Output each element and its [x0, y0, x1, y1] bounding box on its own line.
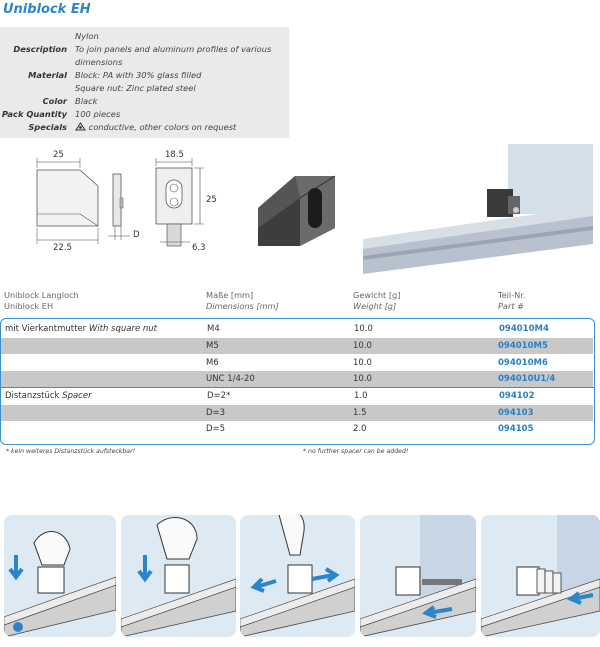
spec-value: Nylon [75, 31, 99, 41]
header-de: Uniblock Langloch [4, 290, 79, 300]
row-part: 094102 [499, 391, 535, 401]
dim-label: 18.5 [165, 150, 184, 160]
parts-table [0, 318, 595, 445]
row-weight: 10.0 [353, 374, 372, 384]
table-row: UNC 1/4-20 10.0 094010U1/4 [1, 371, 593, 387]
row-part: 094010M4 [499, 324, 549, 334]
row-part: 094010M5 [498, 341, 548, 351]
assembly-step-1 [4, 515, 116, 637]
row-dim: M6 [206, 358, 219, 368]
table-header: Maße [mm] Dimensions [mm] [206, 290, 279, 312]
dim-label: 22.5 [53, 243, 72, 253]
row-part: 094103 [498, 408, 534, 418]
conductive-icon [75, 122, 86, 131]
row-weight: 10.0 [354, 324, 373, 334]
row-dim: M5 [206, 341, 219, 351]
spec-key: Material [28, 70, 67, 80]
row-dim: D=3 [206, 408, 226, 418]
dim-label: 6.3 [192, 243, 206, 253]
product-image [258, 175, 336, 246]
spec-key: Description [13, 44, 67, 54]
dim-label: D [133, 230, 140, 240]
technical-drawing [36, 158, 204, 247]
table-header: Teil-Nr. Part # [498, 290, 526, 312]
step-1-illustration [4, 531, 116, 637]
page-title: Uniblock EH [3, 2, 91, 17]
spec-row: Color Black [0, 95, 289, 108]
table-header: Uniblock Langloch Uniblock EH [4, 290, 79, 312]
spec-row: dimensions [0, 56, 289, 69]
step-5-illustration [481, 515, 600, 637]
spec-value: Black [75, 96, 98, 106]
assembly-step-4 [360, 515, 476, 637]
spec-value-cont: Square nut: Zinc plated steel [75, 83, 196, 93]
row-name: mit Vierkantmutter With square nut [5, 324, 158, 334]
footnote-de: * kein weiteres Distanzstück aufsteckbar… [6, 448, 136, 455]
spec-value: conductive, other colors on request [75, 121, 236, 134]
row-part: 094010U1/4 [498, 374, 556, 384]
table-row: Distanzstück Spacer D=2* 1.0 094102 [1, 388, 593, 404]
header-de: Teil-Nr. [498, 290, 526, 300]
row-part: 094105 [498, 424, 534, 434]
assembly-image [363, 144, 593, 274]
spec-row: Description To join panels and aluminum … [0, 43, 289, 56]
step-2-illustration [121, 517, 236, 637]
header-en: Part # [498, 301, 524, 311]
assembly-step-2 [121, 515, 236, 637]
header-en: Weight [g] [353, 301, 397, 311]
spec-key: Color [42, 96, 67, 106]
spec-value-cont: dimensions [75, 57, 123, 67]
spec-value: To join panels and aluminum profiles of … [75, 44, 272, 54]
spec-value: Block: PA with 30% glass filled [75, 70, 202, 80]
table-row: D=5 2.0 094105 [1, 421, 593, 437]
footnote-en: * no further spacer can be added! [303, 448, 409, 455]
dim-label: 25 [53, 150, 64, 160]
row-dim: M4 [207, 324, 220, 334]
step-3-illustration [240, 515, 355, 637]
dim-label: 25 [206, 195, 217, 205]
row-part: 094010M6 [498, 358, 548, 368]
header-en: Dimensions [mm] [206, 301, 279, 311]
spec-value: 100 pieces [75, 109, 121, 119]
spec-key: Pack Quantity [1, 109, 67, 119]
spec-row: Square nut: Zinc plated steel [0, 82, 289, 95]
header-de: Maße [mm] [206, 290, 254, 300]
assembly-step-3 [240, 515, 355, 637]
spec-row: Pack Quantity 100 pieces [0, 108, 289, 121]
table-row: D=3 1.5 094103 [1, 405, 593, 421]
row-weight: 1.0 [354, 391, 368, 401]
spec-row: Nylon [0, 30, 289, 43]
row-weight: 1.5 [353, 408, 367, 418]
table-row: M5 10.0 094010M5 [1, 338, 593, 354]
row-weight: 10.0 [353, 341, 372, 351]
spec-key: Specials [28, 122, 67, 132]
spec-value-text: conductive, other colors on request [88, 122, 237, 132]
row-dim: D=5 [206, 424, 226, 434]
specs-box: Nylon Description To join panels and alu… [0, 27, 289, 138]
step-4-illustration [360, 515, 476, 637]
row-weight: 10.0 [353, 358, 372, 368]
table-header: Gewicht [g] Weight [g] [353, 290, 400, 312]
table-row: mit Vierkantmutter With square nut M4 10… [1, 321, 593, 337]
header-de: Gewicht [g] [353, 290, 401, 300]
table-divider [0, 387, 594, 388]
row-weight: 2.0 [353, 424, 367, 434]
row-dim: UNC 1/4-20 [206, 374, 255, 384]
table-row: M6 10.0 094010M6 [1, 355, 593, 371]
row-dim: D=2* [207, 391, 231, 401]
spec-row: Material Block: PA with 30% glass filled [0, 69, 289, 82]
assembly-step-5 [481, 515, 600, 637]
row-name: Distanzstück Spacer [5, 391, 92, 401]
header-en: Uniblock EH [4, 301, 54, 311]
spec-row: Specials conductive, other colors on req… [0, 121, 289, 134]
